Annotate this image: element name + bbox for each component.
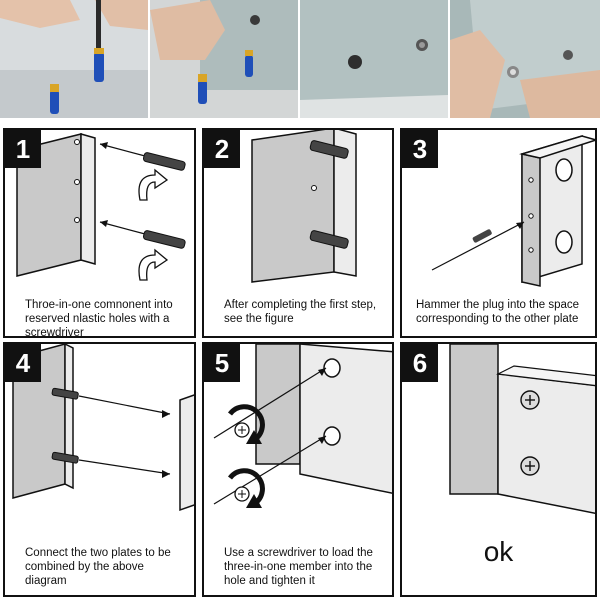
rotate-arrow-icon	[227, 468, 265, 507]
step-4-panel: 4 Connect the two plates to be combined …	[3, 342, 196, 597]
arrow-icon	[162, 470, 170, 478]
step-1-panel: 1 Throe-in-one comnonent into reserved n…	[3, 128, 196, 338]
arrow-icon	[318, 368, 326, 376]
connector-icon	[309, 230, 349, 249]
step-caption: After completing the first step, see the…	[224, 299, 377, 325]
arrow-icon	[516, 222, 524, 229]
step-number: 2	[204, 130, 240, 168]
photo-tightening-screw	[450, 0, 600, 118]
step-1-illustration	[16, 133, 186, 281]
step-caption: Connect the two plates to be combined by…	[25, 547, 171, 587]
step-5-panel: 5 Use a screwdriver to load the three-in…	[202, 342, 394, 597]
step-number: 1	[5, 130, 41, 168]
arrow-icon	[318, 436, 326, 444]
step-number: 3	[402, 130, 438, 168]
connector-icon	[142, 152, 186, 171]
step-caption: Throe-in-one comnonent into reserved nla…	[25, 299, 173, 338]
step-2-illustration	[251, 130, 357, 283]
photo-3-image	[300, 0, 448, 118]
blue-connector-icon	[245, 55, 253, 77]
arrow-icon	[100, 142, 108, 149]
photo-strip	[0, 0, 600, 118]
step-number: 6	[402, 344, 438, 382]
blue-connector-icon	[50, 90, 59, 114]
rotate-arrow-icon	[138, 248, 169, 281]
step-3-illustration	[431, 134, 595, 287]
arrow-icon	[100, 220, 108, 227]
photo-1-image	[0, 0, 148, 118]
step-caption: Hammer the plug into the space correspon…	[416, 299, 580, 325]
step-6-panel: 6 ok	[400, 342, 597, 597]
photo-hand-holding-panel	[150, 0, 298, 118]
dowel-icon	[51, 451, 79, 464]
rotate-arrow-icon	[227, 404, 265, 443]
connector-icon	[142, 230, 186, 249]
rotate-arrow-icon	[138, 168, 169, 201]
arrow-icon	[162, 410, 170, 418]
step-4-illustration	[12, 344, 194, 512]
step-2-panel: 2 After completing the first step, see t…	[202, 128, 394, 338]
blue-connector-icon	[198, 80, 207, 104]
dowel-icon	[472, 229, 492, 243]
dowel-icon	[51, 387, 79, 400]
step-number: 4	[5, 344, 41, 382]
connector-icon	[309, 140, 349, 159]
step-caption: Use a screwdriver to load the three-in-o…	[224, 547, 373, 587]
blue-connector-icon	[94, 52, 104, 82]
step-5-illustration	[213, 344, 392, 508]
photo-panel-with-bolts	[300, 0, 448, 118]
photo-4-image	[450, 0, 600, 118]
step-3-panel: 3 Hammer the plug into the space corresp…	[400, 128, 597, 338]
step-6-illustration	[449, 344, 595, 514]
photo-2-image	[150, 0, 298, 118]
step-caption: ok	[483, 536, 514, 567]
step-number: 5	[204, 344, 240, 382]
photo-screwdriver-inserting	[0, 0, 148, 118]
